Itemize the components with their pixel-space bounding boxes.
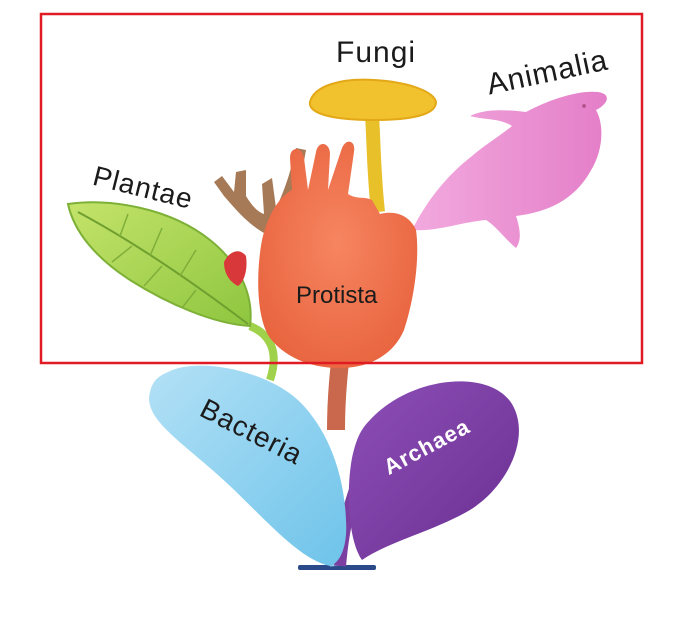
animalia-shape (412, 91, 607, 248)
plantae-leaf-vein (77, 211, 249, 325)
plantae-leaf-veins (111, 213, 197, 309)
animalia-eye (582, 104, 587, 108)
bacteria-shape (149, 365, 347, 566)
red-protist-shape (224, 251, 247, 286)
fungi-cap (308, 78, 438, 122)
highlight-box (39, 12, 644, 365)
archaea-shape (348, 381, 519, 560)
protista-shape (258, 141, 418, 368)
fungi-stalk (365, 113, 385, 213)
base-line (298, 565, 376, 570)
fungi-label: Fungi (336, 36, 417, 69)
stem-protista (327, 361, 349, 431)
plantae-stem (248, 322, 278, 382)
protista-label: Protista (296, 282, 378, 309)
